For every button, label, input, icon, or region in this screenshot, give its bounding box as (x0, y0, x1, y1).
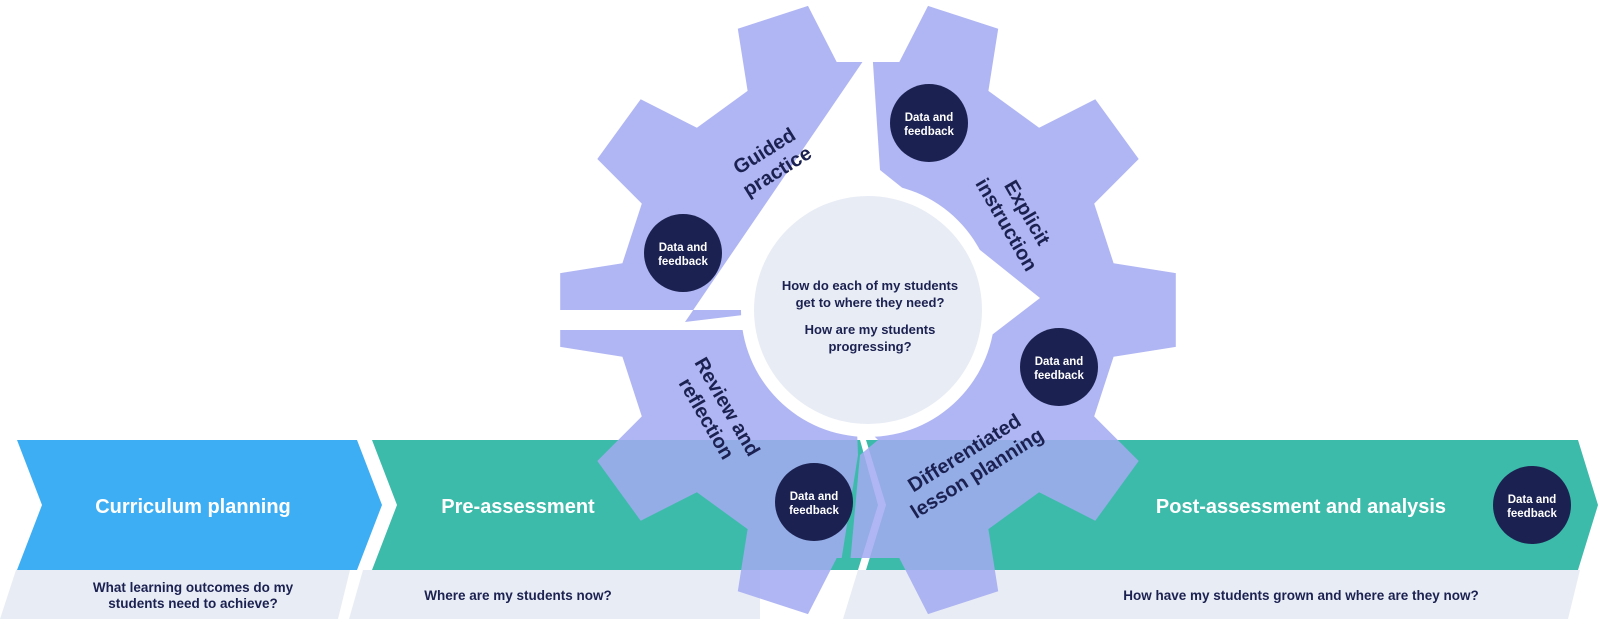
badge-guided: Data and feedback (644, 214, 722, 292)
question-bar-pre (349, 570, 760, 619)
badge-review: Data and feedback (775, 463, 853, 541)
question-curriculum-line1: What learning outcomes do my (93, 580, 294, 595)
badge-differentiated: Data and feedback (1020, 328, 1098, 406)
center-question2-line1: How are my students (805, 322, 936, 337)
question-curriculum-line2: students need to achieve? (108, 596, 278, 611)
badge-explicit: Data and feedback (890, 84, 968, 162)
question-pre: Where are my students now? (424, 588, 612, 603)
center-question1-line2: get to where they need? (796, 295, 945, 310)
badge-post-line2: feedback (1507, 508, 1557, 520)
badge-review-line2: feedback (789, 505, 839, 517)
question-bar-post (843, 570, 1580, 619)
badge-differentiated-line1: Data and (1035, 356, 1084, 368)
badge-explicit-line2: feedback (904, 126, 954, 138)
question-post: How have my students grown and where are… (1123, 588, 1479, 603)
stage-label-curriculum: Curriculum planning (95, 496, 291, 518)
badge-guided-line2: feedback (658, 256, 708, 268)
center-question1-line1: How do each of my students (782, 278, 958, 293)
badge-differentiated-line2: feedback (1034, 370, 1084, 382)
center-question2-line2: progressing? (828, 339, 911, 354)
badge-review-line1: Data and (790, 491, 839, 503)
badge-post-line1: Data and (1508, 494, 1557, 506)
badge-guided-line1: Data and (659, 242, 708, 254)
chevron-curriculum-planning (17, 440, 382, 570)
stage-label-pre-assessment: Pre-assessment (441, 496, 595, 518)
center-circle (754, 196, 982, 424)
badge-explicit-line1: Data and (905, 112, 954, 124)
gear-review-reflection (560, 302, 858, 615)
badge-post-assessment: Data and feedback (1493, 466, 1571, 544)
question-bar-curriculum (0, 570, 350, 619)
stage-label-post-assessment: Post-assessment and analysis (1156, 496, 1446, 518)
gear-explicit-instruction (870, 5, 1176, 320)
